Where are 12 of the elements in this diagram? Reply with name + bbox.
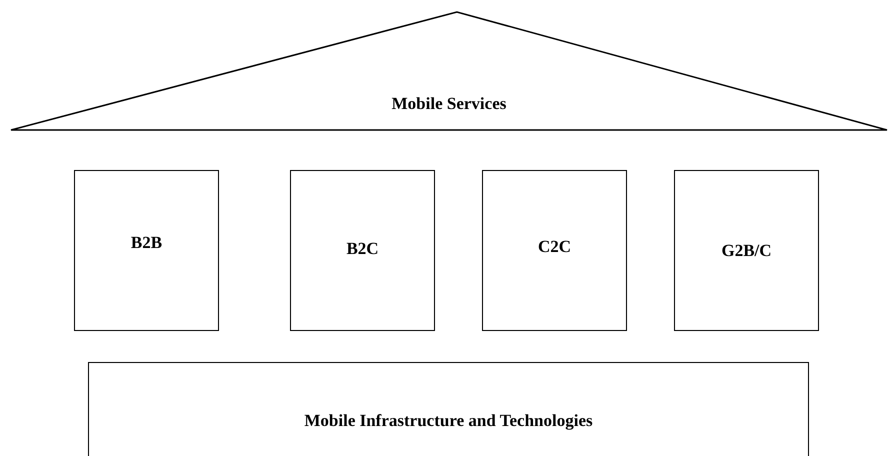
pillar-box (74, 170, 219, 331)
node-label: B2B (130, 233, 164, 253)
pillar-box (290, 170, 435, 331)
node-label: C2C (536, 237, 572, 257)
node-label: Mobile Services (390, 94, 508, 114)
node-label: Mobile Infrastructure and Technologies (303, 411, 594, 431)
pillar-box (674, 170, 819, 331)
pillar-box (482, 170, 627, 331)
node-label: B2C (345, 239, 380, 259)
pillar-box (88, 362, 809, 456)
node-label: G2B/C (720, 241, 773, 261)
roof-triangle (10, 11, 888, 131)
